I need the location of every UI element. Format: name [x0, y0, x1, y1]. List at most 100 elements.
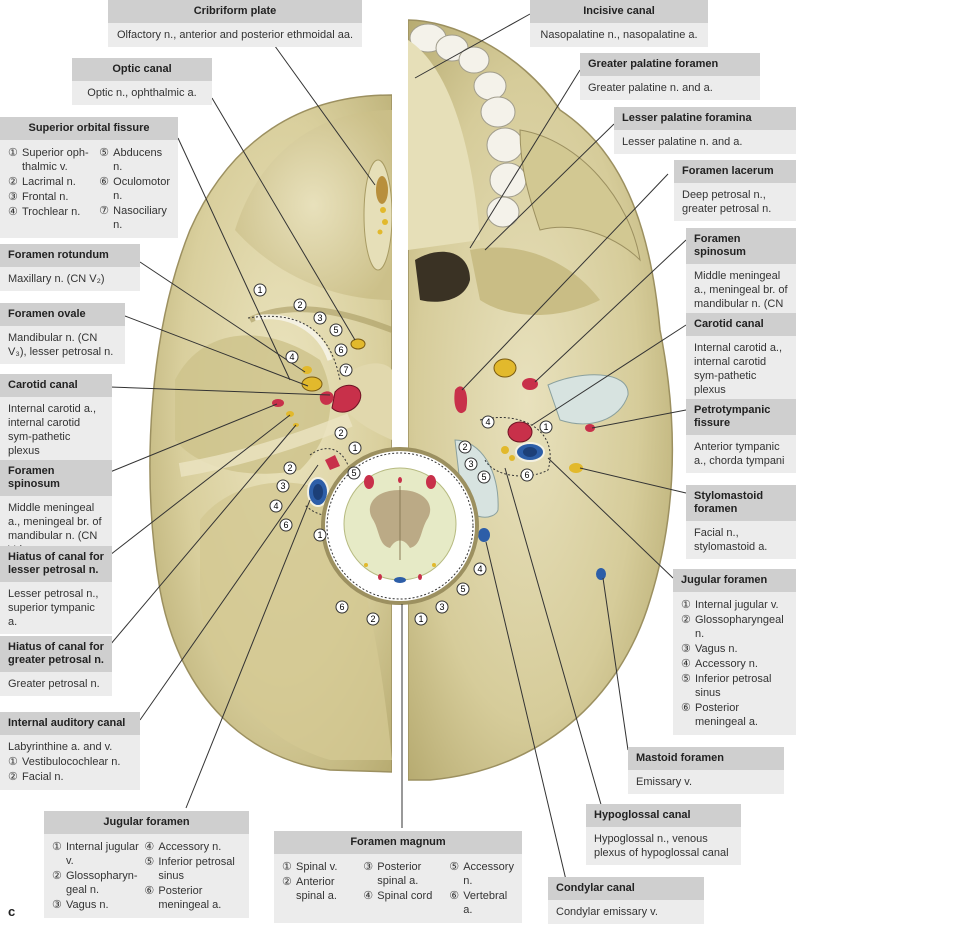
- label-text: Labyrinthine a. and v.: [8, 741, 113, 753]
- svg-text:3: 3: [468, 459, 473, 469]
- svg-text:1: 1: [317, 530, 322, 540]
- label-text: Internal carotid a., internal carotid sy…: [0, 397, 112, 463]
- label-text: Lesser petrosal n., superior tympanic a.: [0, 582, 112, 634]
- label-title: Petrotympanic fissure: [686, 399, 796, 435]
- label-title: Mastoid foramen: [628, 747, 784, 770]
- number-markers: 1 2 3 5 6 4 7 2 1 2 3 4 6 1 5 6 2 1 3 5 …: [253, 283, 553, 626]
- label-text: Hypoglossal n., venous plexus of hypoglo…: [586, 827, 741, 865]
- figure-letter: c: [8, 904, 16, 919]
- svg-text:3: 3: [280, 481, 285, 491]
- svg-text:5: 5: [351, 468, 356, 478]
- leader-lines: [109, 13, 687, 881]
- label-text: Deep petrosal n., greater petrosal n.: [674, 183, 796, 221]
- label-internal-auditory-canal: Internal auditory canal Labyrinthine a. …: [0, 712, 140, 790]
- label-text: Greater palatine n. and a.: [580, 76, 760, 100]
- label-title: Hiatus of canal for greater petrosal n.: [0, 636, 112, 672]
- label-cribriform-plate: Cribriform plate Olfactory n., anterior …: [108, 0, 362, 47]
- teeth: [409, 23, 527, 228]
- svg-text:1: 1: [543, 422, 548, 432]
- svg-text:6: 6: [524, 470, 529, 480]
- svg-text:4: 4: [273, 501, 278, 511]
- svg-text:4: 4: [477, 564, 482, 574]
- label-hiatus-lesser-petrosal: Hiatus of canal for lesser petrosal n. L…: [0, 546, 112, 634]
- label-text: Internal carotid a., internal carotid sy…: [686, 336, 796, 402]
- label-petrotympanic-fissure: Petrotympanic fissure Anterior tympanic …: [686, 399, 796, 473]
- label-title: Hypoglossal canal: [586, 804, 741, 827]
- label-title: Foramen rotundum: [0, 244, 140, 267]
- svg-text:1: 1: [352, 443, 357, 453]
- label-title: Stylomastoid foramen: [686, 485, 796, 521]
- external-skull-base: [407, 19, 674, 781]
- label-mastoid-foramen: Mastoid foramen Emissary v.: [628, 747, 784, 794]
- svg-text:3: 3: [439, 602, 444, 612]
- svg-text:3: 3: [317, 313, 322, 323]
- svg-text:5: 5: [333, 325, 338, 335]
- label-title: Carotid canal: [0, 374, 112, 397]
- svg-text:4: 4: [289, 352, 294, 362]
- label-foramen-ovale: Foramen ovale Mandibular n. (CN V₃), les…: [0, 303, 125, 364]
- label-title: Greater palatine foramen: [580, 53, 760, 76]
- label-title: Incisive canal: [530, 0, 708, 23]
- svg-text:6: 6: [338, 345, 343, 355]
- label-hiatus-greater-petrosal: Hiatus of canal for greater petrosal n. …: [0, 636, 112, 696]
- label-title: Condylar canal: [548, 877, 704, 900]
- label-text: Condylar emissary v.: [548, 900, 704, 924]
- label-title: Internal auditory canal: [0, 712, 140, 735]
- svg-text:2: 2: [287, 463, 292, 473]
- label-text: Emissary v.: [628, 770, 784, 794]
- label-text: Nasopalatine n., nasopalatine a.: [530, 23, 708, 47]
- svg-text:5: 5: [460, 584, 465, 594]
- label-text: Lesser palatine n. and a.: [614, 130, 796, 154]
- label-title: Foramen magnum: [274, 831, 522, 854]
- label-title: Carotid canal: [686, 313, 796, 336]
- label-text: Optic n., ophthalmic a.: [72, 81, 212, 105]
- label-text: Mandibular n. (CN V₃), lesser petrosal n…: [0, 326, 125, 364]
- svg-text:5: 5: [481, 472, 486, 482]
- label-greater-palatine-foramen: Greater palatine foramen Greater palatin…: [580, 53, 760, 100]
- svg-text:2: 2: [338, 428, 343, 438]
- label-title: Foramen ovale: [0, 303, 125, 326]
- label-title: Jugular foramen: [673, 569, 796, 592]
- internal-skull-base: [149, 94, 394, 773]
- svg-text:6: 6: [283, 520, 288, 530]
- label-text: Maxillary n. (CN V₂): [0, 267, 140, 291]
- label-title: Foramen spinosum: [0, 460, 112, 496]
- label-lesser-palatine-foramina: Lesser palatine foramina Lesser palatine…: [614, 107, 796, 154]
- svg-text:7: 7: [343, 365, 348, 375]
- label-text: Anterior tympanic a., chorda tympani: [686, 435, 796, 473]
- label-title: Optic canal: [72, 58, 212, 81]
- label-carotid-canal-right: Carotid canal Internal carotid a., inter…: [686, 313, 796, 402]
- svg-text:2: 2: [370, 614, 375, 624]
- label-condylar-canal: Condylar canal Condylar emissary v.: [548, 877, 704, 924]
- label-title: Superior orbital fissure: [0, 117, 178, 140]
